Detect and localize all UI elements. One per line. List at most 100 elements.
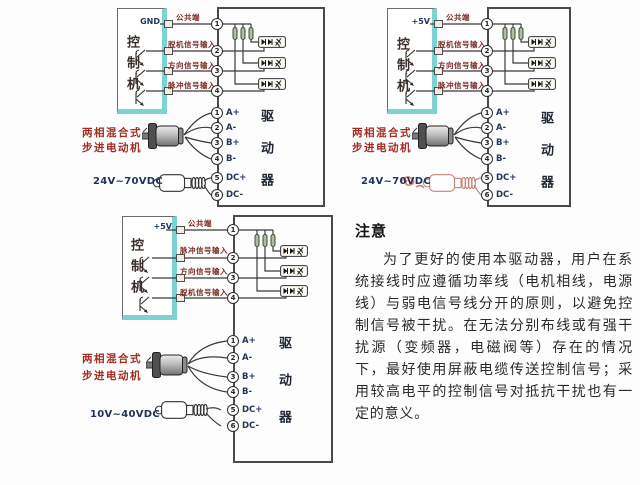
- wiring-svg: [139, 229, 308, 427]
- driver-title: 驱动器: [538, 111, 553, 207]
- terminal-square: [164, 87, 173, 95]
- motor-terminal-label: A+: [496, 108, 510, 118]
- signal-label: 脱机信号输入: [438, 40, 486, 49]
- terminal-circle: 1: [211, 107, 223, 119]
- motor-terminal-label: A-: [496, 123, 507, 133]
- power-voltage-label: 24V~70VDC: [93, 176, 164, 187]
- terminal-square: [164, 67, 173, 75]
- motor-terminal-label: B-: [226, 154, 237, 164]
- power-connector-sketch-icon: [422, 174, 476, 192]
- signal-label: 脱机信号输入: [180, 288, 228, 297]
- motor-terminal-label: A-: [242, 353, 253, 363]
- motor-terminal-label: B-: [496, 154, 507, 164]
- dc-terminal-label: DC-: [226, 190, 244, 200]
- terminal-circle: 4: [211, 85, 223, 97]
- controller-box: [387, 8, 437, 114]
- signal-label: 方向信号输入: [168, 61, 216, 70]
- power-voltage-label: 10V~40VDC: [90, 409, 161, 420]
- dc-terminal-label: DC+: [496, 173, 517, 183]
- dc-terminal-label: DC-: [496, 190, 514, 200]
- power-pin-label: +5V: [411, 17, 430, 26]
- wiring-diagram-top-right: 控制机 +5V 公共端 脱机信号输入 方向信号输入 脉冲信号输入 1 2 3 4…: [350, 5, 610, 210]
- terminal-circle: 2: [227, 252, 239, 264]
- motor-terminal-label: B+: [226, 138, 240, 148]
- terminal-circle: 4: [227, 386, 239, 398]
- terminal-square: [164, 20, 173, 28]
- terminal-circle: 6: [227, 420, 239, 432]
- stepper-motor-icon: [142, 123, 184, 149]
- red-scribble-annotation: [401, 176, 425, 189]
- wiring-diagram-bottom-left: 控制机 +5V 公共端 脉冲信号输入 方向信号输入 脱机信号输入 1 2 3 4…: [80, 212, 340, 474]
- signal-label: 公共端: [176, 13, 200, 22]
- terminal-circle: 3: [481, 65, 493, 77]
- motor-terminal-label: A-: [226, 123, 237, 133]
- dc-terminal-label: DC-: [242, 421, 260, 431]
- terminal-square: [176, 226, 185, 234]
- motor-name-line2: 步进电动机: [352, 142, 412, 154]
- motor-terminal-label: B+: [242, 372, 256, 382]
- motor-name-line1: 两相混合式: [82, 353, 142, 365]
- signal-label: 公共端: [446, 13, 470, 22]
- signal-label: 方向信号输入: [438, 61, 486, 70]
- dc-terminal-label: DC+: [226, 173, 247, 183]
- terminal-square: [434, 67, 443, 75]
- terminal-circle: 1: [227, 335, 239, 347]
- terminal-square: [434, 87, 443, 95]
- stepper-motor-icon: [412, 123, 454, 149]
- terminal-circle: 1: [481, 18, 493, 30]
- controller-box: [122, 216, 177, 320]
- motor-name-line1: 两相混合式: [82, 127, 142, 139]
- signal-label: 脱机信号输入: [168, 40, 216, 49]
- terminal-circle: 5: [211, 172, 223, 184]
- motor-name-line2: 步进电动机: [82, 142, 142, 154]
- wiring-diagram-top-left: 控制机 GND 公共端 脱机信号输入 方向信号输入 脉冲信号输入 1 2 3 4…: [80, 5, 340, 210]
- dc-terminal-label: DC+: [242, 405, 263, 415]
- signal-label: 脉冲信号输入: [438, 81, 486, 90]
- terminal-circle: 1: [211, 18, 223, 30]
- terminal-circle: 4: [481, 153, 493, 165]
- terminal-circle: 4: [211, 153, 223, 165]
- controller-title: 控制机: [124, 35, 139, 98]
- controller-title: 控制机: [394, 37, 409, 100]
- wiring-svg: [401, 23, 556, 196]
- stepper-motor-icon: [146, 352, 188, 378]
- motor-terminal-label: A+: [226, 108, 240, 118]
- terminal-circle: 5: [227, 404, 239, 416]
- signal-label: 公共端: [188, 219, 212, 228]
- motor-name-line1: 两相混合式: [352, 127, 412, 139]
- notice-section: 注意 为了更好的使用本驱动器，用户在系统接线时应遵循功率线（电机相线，电源线）与…: [355, 220, 633, 425]
- terminal-circle: 5: [481, 172, 493, 184]
- motor-name-line2: 步进电动机: [82, 370, 142, 382]
- terminal-circle: 3: [227, 272, 239, 284]
- terminal-circle: 3: [227, 371, 239, 383]
- controller-title: 控制机: [128, 238, 143, 301]
- terminal-circle: 2: [481, 122, 493, 134]
- terminal-circle: 3: [211, 65, 223, 77]
- terminal-circle: 2: [211, 45, 223, 57]
- motor-terminal-label: B+: [496, 138, 510, 148]
- signal-label: 脉冲信号输入: [168, 81, 216, 90]
- motor-terminal-label: B-: [242, 387, 253, 397]
- power-connector-icon: [154, 401, 208, 419]
- terminal-square: [434, 20, 443, 28]
- motor-terminal-label: A+: [242, 336, 256, 346]
- signal-label: 方向信号输入: [180, 267, 228, 276]
- terminal-circle: 3: [211, 137, 223, 149]
- driver-title: 驱动器: [276, 336, 291, 447]
- terminal-circle: 6: [481, 189, 493, 201]
- power-pin-label: GND: [140, 17, 160, 26]
- signal-label: 脉冲信号输入: [180, 246, 228, 255]
- terminal-square: [164, 47, 173, 55]
- notice-title: 注意: [355, 222, 388, 240]
- terminal-circle: 6: [211, 189, 223, 201]
- wiring-svg: [135, 23, 286, 196]
- terminal-square: [176, 274, 185, 282]
- terminal-square: [176, 254, 185, 262]
- terminal-circle: 1: [227, 224, 239, 236]
- terminal-circle: 3: [481, 137, 493, 149]
- terminal-circle: 2: [211, 122, 223, 134]
- power-voltage-label: 24V~70VDC: [361, 176, 432, 187]
- controller-box: [117, 8, 167, 114]
- power-pin-label: +5V: [153, 222, 172, 231]
